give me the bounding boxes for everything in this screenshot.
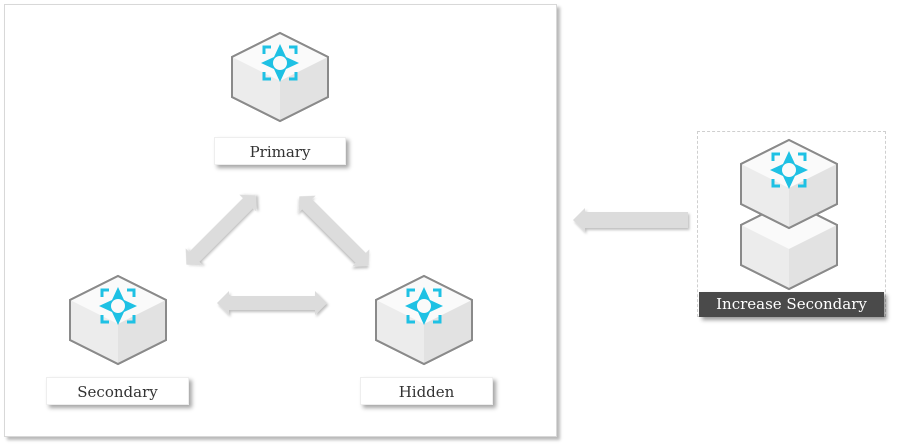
arrow-primary-hidden bbox=[298, 195, 370, 267]
new-secondary-node-icon bbox=[740, 139, 838, 229]
new-node-stack bbox=[740, 139, 838, 290]
hidden-label: Hidden bbox=[360, 377, 493, 405]
hidden-node-icon bbox=[375, 275, 473, 365]
arrow-add-to-set bbox=[573, 208, 688, 232]
secondary-node-icon bbox=[69, 275, 167, 365]
increase-secondary-label: Increase Secondary bbox=[699, 292, 884, 317]
arrow-primary-secondary bbox=[185, 194, 257, 266]
secondary-label: Secondary bbox=[46, 377, 189, 405]
primary-node-icon bbox=[231, 32, 329, 122]
arrow-secondary-hidden bbox=[217, 291, 327, 315]
primary-label: Primary bbox=[214, 137, 346, 165]
